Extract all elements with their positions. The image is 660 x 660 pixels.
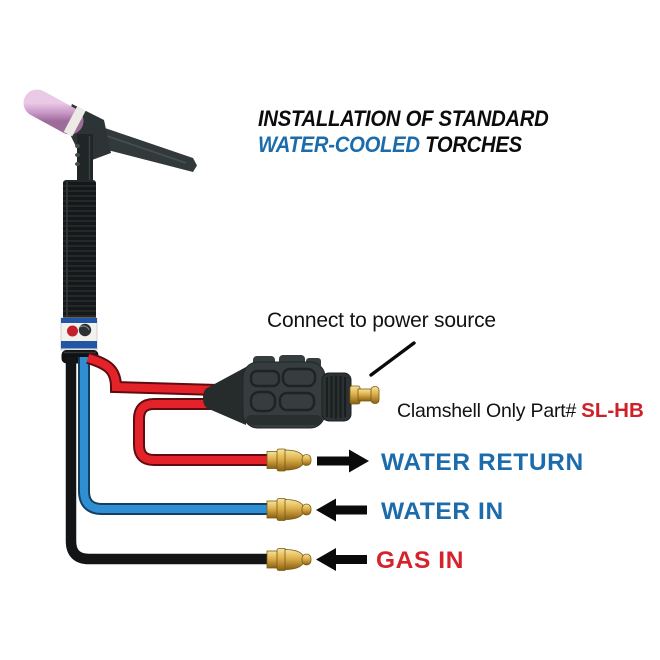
torch-handle: [63, 180, 96, 320]
brand-label: [60, 317, 98, 351]
water-in-fitting-icon: [266, 498, 312, 521]
water-return-cable: [135, 400, 271, 464]
part-number: SL-HB: [581, 399, 644, 422]
tig-torch-icon: [23, 89, 197, 364]
title-line-2: WATER-COOLED TORCHES: [258, 132, 548, 158]
power-pin: [349, 385, 380, 405]
globe-logo-icon: [78, 323, 92, 337]
arrow-right-icon: [317, 449, 369, 473]
water-return-label: WATER RETURN: [381, 449, 584, 476]
title-highlight: WATER-COOLED: [258, 132, 420, 157]
clamshell-prefix: Clamshell Only Part#: [397, 400, 577, 422]
arrow-left-icon: [316, 498, 367, 522]
ceramic-cup: [23, 89, 84, 135]
title-rest: TORCHES: [419, 132, 522, 157]
power-cable: [86, 354, 219, 394]
water-in-label: WATER IN: [381, 498, 504, 525]
power-source-callout: Connect to power source: [267, 309, 496, 332]
gas-cable: [65, 357, 271, 565]
water-in-cable: [80, 357, 271, 513]
arrow-left-icon: [316, 548, 367, 571]
clamshell-part-callout: Clamshell Only Part#SL-HB: [397, 399, 644, 423]
gas-in-fitting-icon: [266, 548, 312, 571]
power-connector-icon: [203, 355, 380, 429]
insulator-ring: [63, 106, 86, 137]
water-return-fitting-icon: [266, 448, 312, 472]
diagram-title: INSTALLATION OF STANDARD WATER-COOLED TO…: [258, 106, 549, 158]
brand-logo-icon: [67, 325, 78, 337]
gas-in-label: GAS IN: [376, 547, 464, 574]
pointer-line-icon: [369, 341, 416, 377]
title-line-1: INSTALLATION OF STANDARD: [258, 106, 549, 131]
cable-bundle: [65, 352, 271, 565]
